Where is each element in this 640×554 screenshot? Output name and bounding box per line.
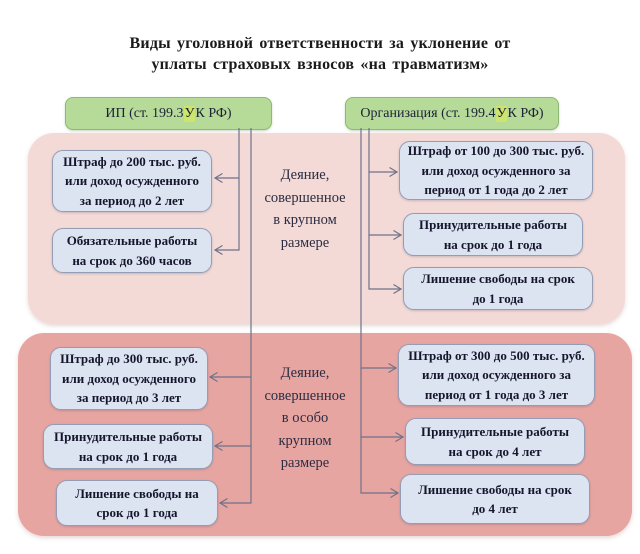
header-org-suffix: К РФ): [507, 105, 544, 121]
penalty-box-s2-ip-forced-labor: Принудительные работы на срок до 1 года: [43, 424, 213, 469]
penalty-box-s1-org-imprisonment: Лишение свободы на срок до 1 года: [403, 267, 593, 310]
header-org-prefix: Организация (ст. 199.4: [360, 105, 496, 121]
header-ip-prefix: ИП (ст. 199.3: [105, 105, 184, 121]
condition-large-scale: Деяние, совершенное в крупном размере: [264, 167, 346, 251]
penalty-box-s1-ip-fine: Штраф до 200 тыс. руб. или доход осужден…: [52, 150, 212, 212]
penalty-box-s1-org-fine: Штраф от 100 до 300 тыс. руб. или доход …: [399, 141, 593, 200]
header-ip-suffix: К РФ): [195, 105, 232, 121]
penalty-box-s2-org-fine: Штраф от 300 до 500 тыс. руб. или доход …: [398, 344, 595, 406]
header-org-highlight: У: [495, 105, 508, 122]
penalty-box-s1-ip-mandatory-work: Обязательные работы на срок до 360 часов: [52, 228, 212, 273]
diagram-title: Виды уголовной ответственности за уклоне…: [129, 35, 511, 73]
condition-extra-large-scale: Деяние, совершенное в особо крупном разм…: [264, 365, 346, 471]
penalty-box-s2-org-forced-labor: Принудительные работы на срок до 4 лет: [405, 418, 585, 465]
penalty-box-s2-org-imprisonment: Лишение свободы на срок до 4 лет: [400, 474, 590, 524]
penalty-box-s1-org-forced-labor: Принудительные работы на срок до 1 года: [403, 213, 583, 256]
header-ip-highlight: У: [183, 105, 196, 122]
penalty-box-s2-ip-imprisonment: Лишение свободы на срок до 1 года: [56, 480, 218, 526]
penalty-box-s2-ip-fine: Штраф до 300 тыс. руб. или доход осужден…: [50, 347, 208, 410]
